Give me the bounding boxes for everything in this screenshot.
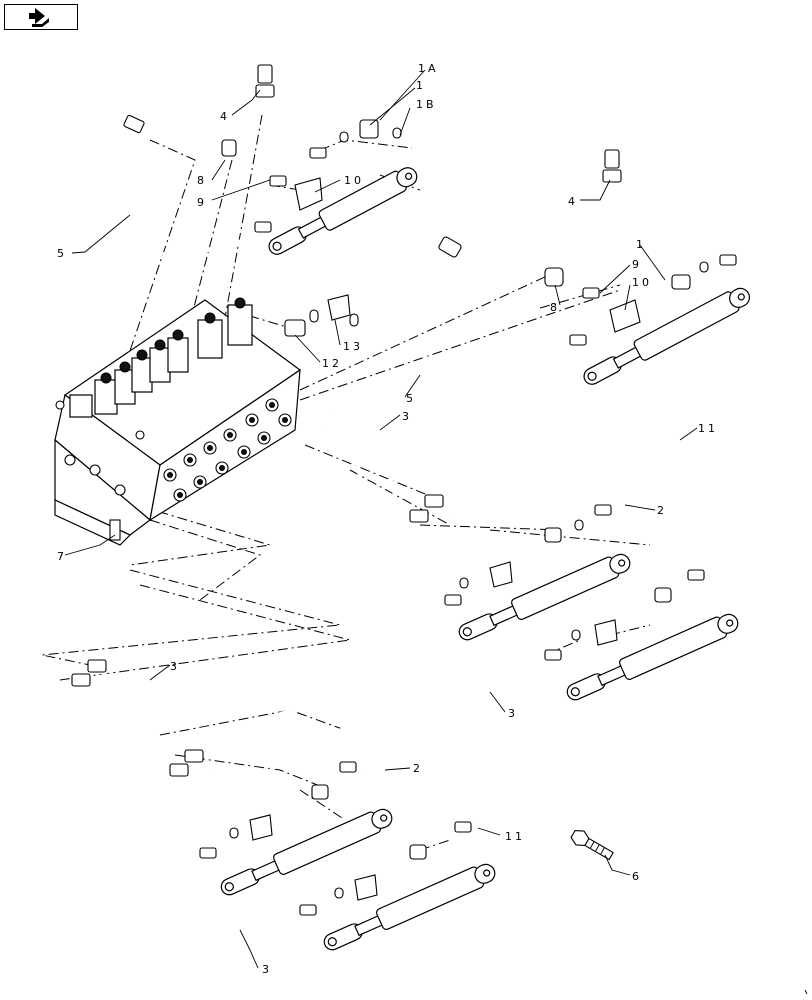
callout-5: 5 bbox=[57, 247, 67, 260]
callout-4: 4 bbox=[220, 110, 230, 123]
callout-2: 2 bbox=[657, 504, 667, 517]
callout-4: 4 bbox=[568, 195, 578, 208]
callout-8: 8 bbox=[197, 174, 207, 187]
callout-11: 11 bbox=[505, 830, 525, 843]
cylinders bbox=[220, 167, 750, 951]
callout-1: 1 bbox=[416, 79, 426, 92]
callout-9: 9 bbox=[197, 196, 207, 209]
callouts: 1A 1 1B 4 8 9 10 5 4 1 9 10 8 12 13 5 3 … bbox=[57, 62, 718, 976]
callout-3: 3 bbox=[170, 660, 180, 673]
callout-11: 11 bbox=[698, 422, 718, 435]
callout-1b: 1B bbox=[416, 98, 437, 111]
callout-7: 7 bbox=[57, 550, 67, 563]
callout-3: 3 bbox=[508, 707, 518, 720]
callout-9: 9 bbox=[632, 258, 642, 271]
callout-3: 3 bbox=[402, 410, 412, 423]
callout-3: 3 bbox=[262, 963, 272, 976]
next-page-button[interactable] bbox=[4, 4, 78, 30]
corner-mark bbox=[804, 989, 808, 995]
callout-13: 13 bbox=[343, 340, 363, 353]
callout-10: 10 bbox=[632, 276, 652, 289]
callout-12: 12 bbox=[322, 357, 342, 370]
callout-6: 6 bbox=[632, 870, 642, 883]
fittings bbox=[71, 64, 737, 916]
callout-1a: 1A bbox=[418, 62, 439, 75]
reference-lines bbox=[41, 114, 651, 851]
callout-1: 1 bbox=[636, 238, 646, 251]
hoses bbox=[54, 45, 764, 919]
arrow-icon bbox=[29, 8, 49, 27]
callout-10: 10 bbox=[344, 174, 364, 187]
callout-2: 2 bbox=[413, 762, 423, 775]
valve-block bbox=[54, 297, 302, 546]
leader-lines bbox=[64, 69, 698, 969]
callout-8: 8 bbox=[550, 301, 560, 314]
callout-5: 5 bbox=[406, 392, 416, 405]
